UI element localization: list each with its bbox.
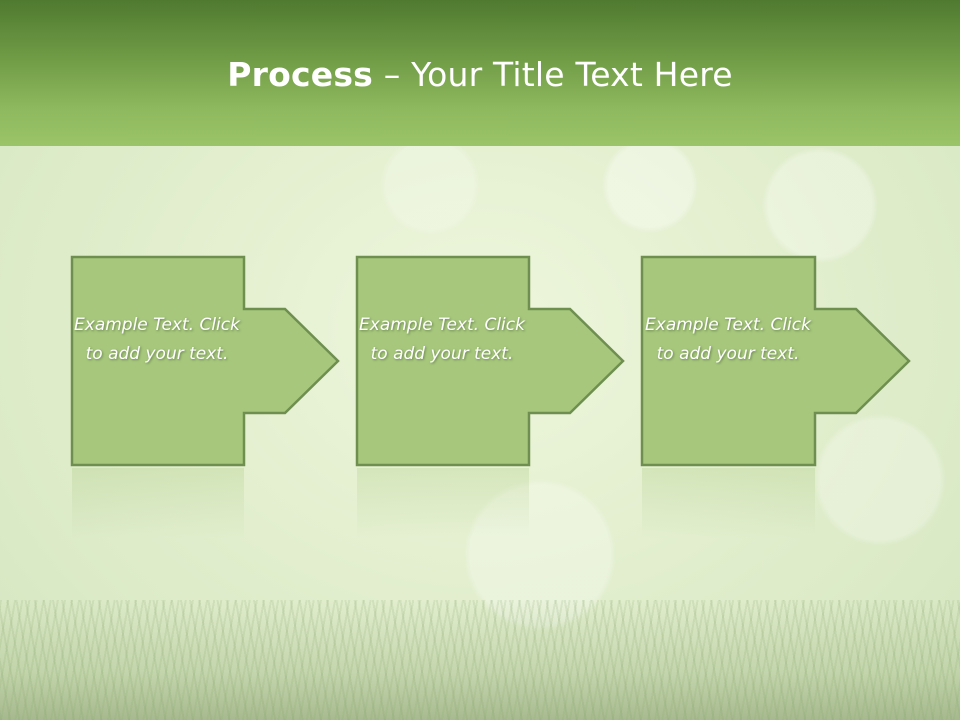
- step-1-arrow-shape: [70, 255, 340, 467]
- step-2-reflection: [357, 468, 529, 538]
- title-banner: [0, 0, 960, 146]
- step-2-text[interactable]: Example Text. Click to add your text.: [359, 315, 525, 364]
- process-step-2[interactable]: [355, 255, 625, 467]
- step-2-arrow-shape: [355, 255, 625, 467]
- step-3-reflection: [642, 468, 815, 538]
- process-step-1[interactable]: [70, 255, 340, 467]
- process-step-3[interactable]: [640, 255, 911, 467]
- step-3-text[interactable]: Example Text. Click to add your text.: [645, 315, 811, 364]
- title-rest-part: – Your Title Text Here: [373, 55, 733, 94]
- title-bold-part: Process: [227, 55, 374, 94]
- grass-background: [0, 600, 960, 720]
- step-3-arrow-shape: [640, 255, 911, 467]
- step-reflections: [72, 468, 815, 538]
- slide-title[interactable]: Process – Your Title Text Here: [0, 52, 960, 98]
- step-1-reflection: [72, 468, 244, 538]
- step-1-text[interactable]: Example Text. Click to add your text.: [74, 315, 240, 364]
